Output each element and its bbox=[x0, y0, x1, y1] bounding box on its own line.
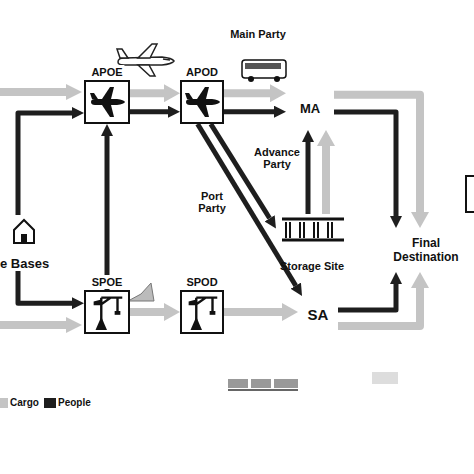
airport-box: APOD bbox=[180, 80, 224, 124]
bus-illustration bbox=[242, 60, 286, 82]
port-heading: SPOD bbox=[184, 275, 219, 289]
cargo-arrow bbox=[322, 146, 330, 214]
port-heading: APOD bbox=[184, 65, 220, 79]
crane-symbol bbox=[94, 298, 123, 330]
people-arrow bbox=[130, 109, 168, 114]
people-arrow bbox=[18, 271, 72, 303]
area-node: MA bbox=[286, 86, 334, 130]
airport-box: APOE bbox=[84, 80, 130, 124]
edge-label: Port Party bbox=[192, 190, 232, 214]
cargo-arrow bbox=[334, 95, 420, 212]
node-text: Final Destination bbox=[384, 236, 468, 264]
storage-node: Storage Site bbox=[276, 214, 348, 272]
house-symbol bbox=[14, 220, 34, 243]
node-text: e Bases bbox=[0, 256, 60, 271]
crane-symbol bbox=[189, 298, 218, 330]
cargo-plane-illustration bbox=[117, 44, 174, 76]
area-node: SA bbox=[298, 296, 338, 332]
legend-swatch bbox=[44, 398, 56, 408]
storage-symbol bbox=[282, 219, 344, 240]
cargo-arrow bbox=[224, 308, 282, 316]
cropped-icon bbox=[466, 176, 474, 212]
destination-node: Final Destination bbox=[384, 228, 468, 272]
train-illustration bbox=[228, 379, 298, 390]
node-text: Storage Site bbox=[276, 260, 348, 272]
people-arrow bbox=[338, 284, 396, 310]
people-arrow bbox=[224, 109, 274, 114]
bases-node: e Bases bbox=[0, 215, 60, 271]
people-arrow bbox=[306, 142, 311, 214]
people-arrow bbox=[18, 113, 72, 215]
legend-text: Cargo bbox=[10, 397, 39, 409]
edge-label: Advance Party bbox=[250, 146, 304, 170]
cargo-arrow bbox=[338, 288, 420, 326]
port-heading: APOE bbox=[89, 65, 124, 79]
incoming-cargo-arrows bbox=[0, 84, 82, 333]
legend-swatch bbox=[0, 398, 8, 408]
cargo-arrow bbox=[224, 89, 270, 97]
ship-illustration bbox=[128, 283, 154, 301]
cargo-arrow bbox=[130, 308, 164, 316]
port-heading: SPOE bbox=[90, 275, 125, 289]
people-arrow bbox=[334, 112, 396, 216]
edge-label: Main Party bbox=[218, 28, 298, 40]
airplane-symbol bbox=[90, 87, 125, 117]
node-text: MA bbox=[300, 101, 320, 116]
legend-text: People bbox=[58, 397, 91, 409]
seaport-box: SPOE bbox=[84, 290, 130, 334]
seaport-box: SPOD bbox=[180, 290, 224, 334]
truck-smudge bbox=[372, 372, 398, 384]
node-text: SA bbox=[308, 306, 329, 323]
airplane-symbol bbox=[185, 87, 220, 117]
cargo-arrow bbox=[130, 89, 164, 97]
people-arrow bbox=[105, 136, 110, 290]
